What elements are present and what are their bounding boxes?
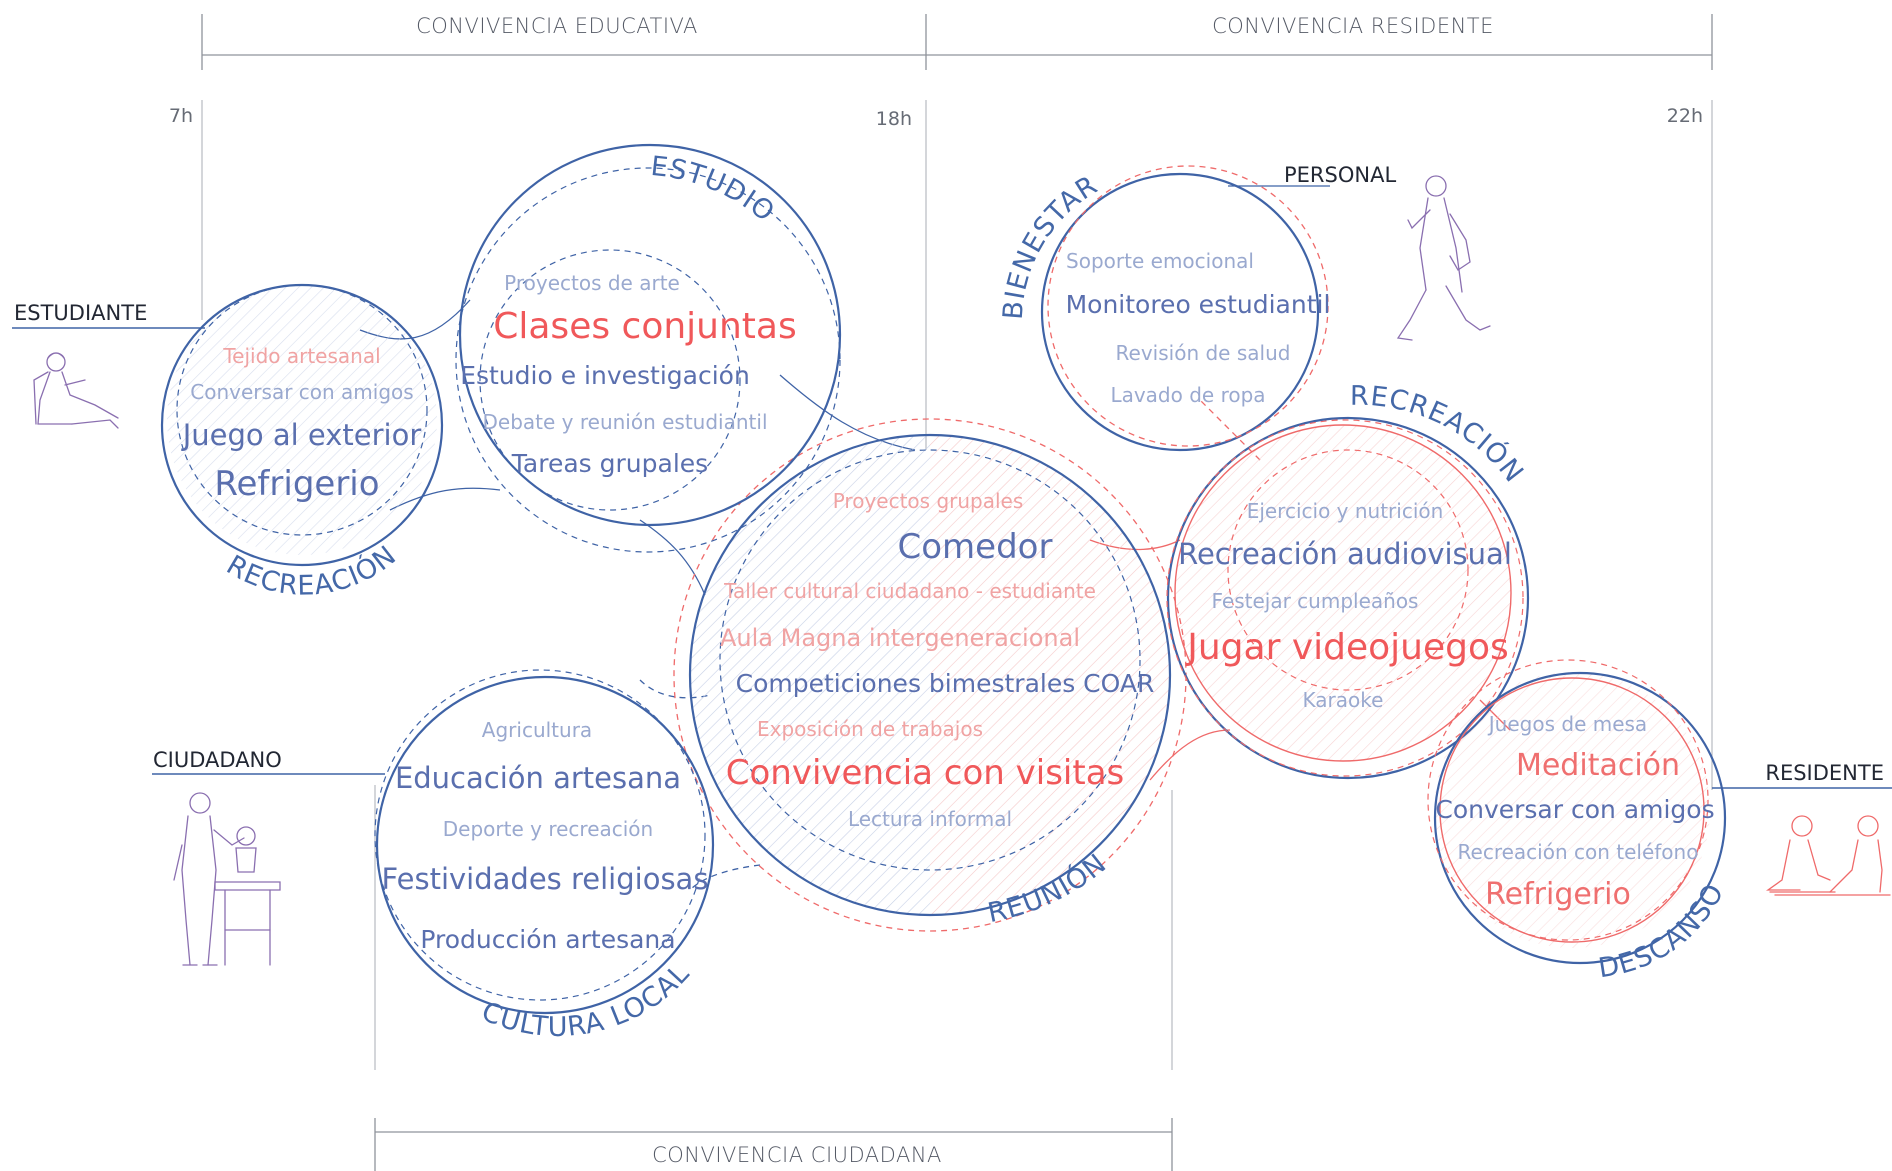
activity-juego-exterior: Juego al exterior <box>181 418 422 452</box>
circle-cultura-local <box>374 669 715 1015</box>
residents-figure-icon <box>1765 815 1891 896</box>
student-figure-icon <box>33 352 119 429</box>
activity-festejar: Festejar cumpleaños <box>1212 589 1419 613</box>
activity-lavado-ropa: Lavado de ropa <box>1110 383 1265 407</box>
activity-aula-magna: Aula Magna intergeneracional <box>720 624 1080 652</box>
activity-tareas-grupales: Tareas grupales <box>511 449 708 478</box>
activity-proyectos-grupales: Proyectos grupales <box>833 489 1024 513</box>
activity-refrigerio-left: Refrigerio <box>214 464 379 504</box>
bracket-bottom <box>374 1118 1173 1171</box>
circle-recreacion-left <box>160 283 444 567</box>
role-residente: RESIDENTE <box>1765 761 1884 785</box>
section-residente: CONVIVENCIA RESIDENTE <box>1212 14 1494 38</box>
activity-educacion-artesana: Educación artesana <box>395 761 681 795</box>
activity-conversar-amigos-right: Conversar con amigos <box>1435 795 1714 824</box>
citizen-figure-icon <box>173 792 281 966</box>
activity-meditacion: Meditación <box>1516 748 1680 783</box>
role-personal: PERSONAL <box>1284 163 1396 187</box>
activity-estudio-investigacion: Estudio e investigación <box>460 361 750 390</box>
circle-descanso <box>1427 659 1727 965</box>
activity-soporte-emocional: Soporte emocional <box>1066 249 1254 273</box>
activity-revision-salud: Revisión de salud <box>1116 341 1291 365</box>
arc-label-cultura-local: CULTURA LOCAL <box>477 958 696 1043</box>
activity-comedor: Comedor <box>898 527 1053 567</box>
activity-convivencia-visitas: Convivencia con visitas <box>726 753 1125 793</box>
activity-exposicion: Exposición de trabajos <box>757 717 983 741</box>
role-ciudadano: CIUDADANO <box>153 748 282 772</box>
circle-reunion <box>673 418 1187 932</box>
bracket-top <box>201 14 1713 70</box>
circle-recreacion-right <box>1166 416 1530 780</box>
activity-monitoreo: Monitoreo estudiantil <box>1066 290 1331 319</box>
activity-karaoke: Karaoke <box>1303 688 1384 712</box>
activity-ejercicio: Ejercicio y nutrición <box>1247 499 1444 523</box>
activity-deporte: Deporte y recreación <box>443 817 653 841</box>
hour-22: 22h <box>1667 105 1703 127</box>
activity-videojuegos: Jugar videojuegos <box>1185 627 1509 668</box>
activity-festividades: Festividades religiosas <box>382 862 709 896</box>
circle-estudio <box>455 143 842 553</box>
activity-juegos-mesa: Juegos de mesa <box>1487 712 1647 736</box>
activity-agricultura: Agricultura <box>482 718 592 742</box>
activity-taller-cultural: Taller cultural ciudadano - estudiante <box>723 579 1096 603</box>
activity-proyectos-arte: Proyectos de arte <box>504 271 680 295</box>
staff-figure-icon <box>1396 175 1491 341</box>
role-lines <box>12 327 1892 789</box>
activity-competiciones: Competiciones bimestrales COAR <box>736 669 1155 698</box>
activity-produccion-artesana: Producción artesana <box>420 925 675 954</box>
activity-tejido-artesanal: Tejido artesanal <box>222 344 380 368</box>
hour-7: 7h <box>169 105 193 127</box>
hour-18: 18h <box>876 108 912 130</box>
activity-debate: Debate y reunión estudiantil <box>483 410 768 434</box>
activity-clases-conjuntas: Clases conjuntas <box>493 306 797 347</box>
circle-bienestar <box>1040 165 1329 452</box>
activity-recreacion-telefono: Recreación con teléfono <box>1458 840 1699 864</box>
activity-refrigerio-right: Refrigerio <box>1485 877 1631 912</box>
activity-recreacion-audiovisual: Recreación audiovisual <box>1178 537 1512 571</box>
section-ciudadana: CONVIVENCIA CIUDADANA <box>652 1143 942 1167</box>
role-estudiante: ESTUDIANTE <box>14 301 147 325</box>
activity-conversar-amigos: Conversar con amigos <box>190 380 413 404</box>
activity-lectura-informal: Lectura informal <box>848 807 1012 831</box>
section-educativa: CONVIVENCIA EDUCATIVA <box>416 14 698 38</box>
